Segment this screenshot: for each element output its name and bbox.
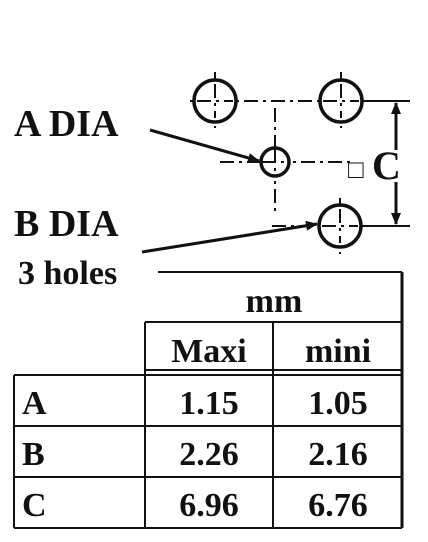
table-row-c-mini: 6.76: [308, 487, 368, 524]
label-b-holes-note: 3 holes: [18, 255, 117, 292]
label-a-dia: A DIA: [14, 103, 119, 145]
table-row-c-maxi: 6.96: [179, 487, 239, 524]
table-header-maxi: Maxi: [171, 333, 247, 370]
table-row-b-label: B: [22, 436, 45, 473]
dimension-c-label: C: [372, 143, 401, 188]
table-row-c-label: C: [22, 487, 47, 524]
table-unit-header: mm: [246, 283, 303, 320]
table-row-b-mini: 2.16: [308, 436, 368, 473]
table-row-b-maxi: 2.26: [179, 436, 239, 473]
label-b-dia: B DIA: [14, 203, 119, 245]
table-row-a-maxi: 1.15: [179, 385, 239, 422]
hole-bottom-right: [317, 203, 363, 249]
hole-top-left: [192, 78, 238, 124]
dimension-square-symbol: □: [348, 155, 364, 184]
table-row-a-mini: 1.05: [308, 385, 368, 422]
table-row-a-label: A: [22, 385, 47, 422]
dimension-table-grid: [13, 271, 404, 529]
hole-top-right: [318, 78, 364, 124]
leader-a: [149, 128, 260, 163]
leader-b: [141, 220, 318, 254]
table-header-mini: mini: [305, 333, 371, 370]
